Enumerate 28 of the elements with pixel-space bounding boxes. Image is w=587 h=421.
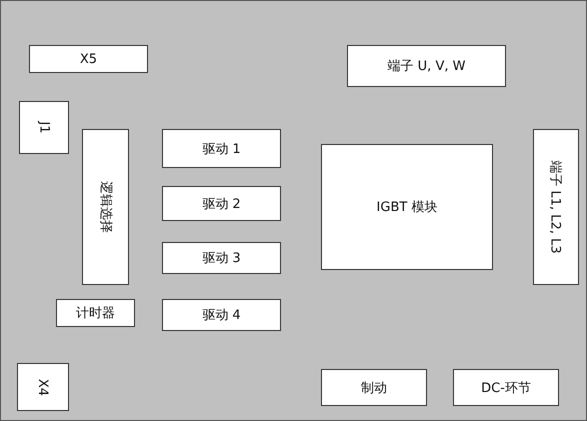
component-box bbox=[453, 369, 559, 406]
component-box bbox=[162, 186, 281, 221]
component-label: 驱动 3 bbox=[202, 250, 241, 267]
component-label: IGBT 模块 bbox=[376, 199, 438, 216]
component-box bbox=[82, 129, 129, 285]
component-box bbox=[347, 45, 506, 87]
component-label: J1 bbox=[36, 121, 52, 134]
component-label: DC-环节 bbox=[481, 380, 531, 396]
component-box bbox=[56, 299, 135, 327]
component-box bbox=[19, 101, 69, 154]
component-box bbox=[29, 45, 148, 73]
component-box bbox=[321, 144, 493, 270]
component-label: 制动 bbox=[361, 380, 387, 396]
component-label: 驱动 2 bbox=[202, 196, 241, 212]
component-box bbox=[17, 363, 69, 411]
component-label: 端子 L1, L2, L3 bbox=[547, 160, 564, 254]
component-box bbox=[162, 299, 281, 331]
component-box bbox=[162, 129, 281, 168]
component-label: 计时器 bbox=[76, 305, 115, 322]
component-label: 驱动 1 bbox=[202, 140, 241, 158]
component-label: 驱动 4 bbox=[202, 307, 241, 324]
component-label: 端子 U, V, W bbox=[388, 58, 466, 75]
component-label: 逻辑选择 bbox=[96, 181, 114, 233]
component-box bbox=[162, 242, 281, 274]
component-label: X5 bbox=[80, 52, 98, 66]
component-box bbox=[533, 129, 579, 285]
component-label: X4 bbox=[36, 378, 50, 396]
component-box bbox=[321, 369, 427, 406]
